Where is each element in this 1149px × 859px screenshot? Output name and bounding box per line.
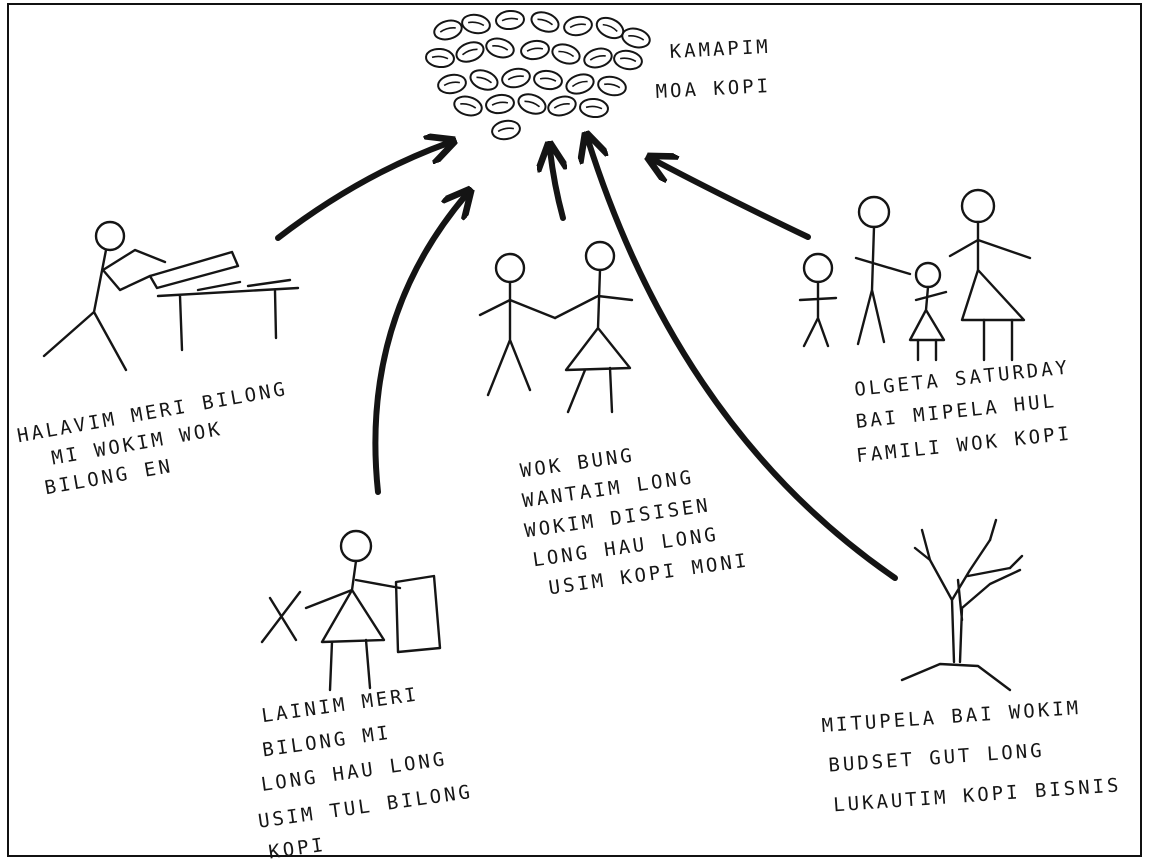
coffee-bean-icon xyxy=(495,9,525,31)
coffee-bean-icon xyxy=(530,11,560,33)
coffee-bean-icon xyxy=(621,27,651,49)
coffee-bean-crease xyxy=(526,47,544,52)
coffee-bean-crease xyxy=(602,23,618,32)
coffee-bean-icon xyxy=(565,73,595,95)
coffee-bean-crease xyxy=(439,27,456,33)
coffee-bean-crease xyxy=(476,76,493,84)
coffee-bean-crease xyxy=(553,103,570,109)
coffee-bean-icon xyxy=(551,43,581,65)
coffee-bean-icon xyxy=(533,69,563,91)
coffee-bean-icon xyxy=(597,75,627,97)
coffee-bean-icon xyxy=(437,73,467,95)
coffee-bean-crease xyxy=(619,57,637,63)
coffee-bean-crease xyxy=(589,55,606,61)
coffee-bean-crease xyxy=(524,100,541,108)
coffee-bean-icon xyxy=(563,15,593,37)
coffee-beans-pile-icon xyxy=(425,9,651,141)
note-right-bottom-line: LUKAUTIM KOPI BISNIS xyxy=(833,774,1123,816)
coffee-bean-icon xyxy=(613,49,643,71)
note-right-bottom: MITUPELA BAI WOKIM BUDSET GUT LONG LUKAU… xyxy=(821,697,1123,816)
coffee-bean-icon xyxy=(455,41,485,63)
arrow-from-woman-working xyxy=(275,143,448,241)
goal-title-line1: KAMAPIM xyxy=(669,36,771,63)
arrows xyxy=(275,140,898,581)
note-left-bottom-line: LAINIM MERI xyxy=(260,683,420,727)
coffee-bean-crease xyxy=(461,48,478,56)
coffee-bean-crease xyxy=(569,23,587,29)
family-figure-icon xyxy=(798,188,1032,362)
note-right-top: OLGETA SATURDAY BAI MIPELA HUL FAMILI WO… xyxy=(853,356,1073,467)
goal-title-line2: MOA KOPI xyxy=(655,75,772,103)
coffee-bean-crease xyxy=(501,17,519,22)
coffee-bean-icon xyxy=(425,47,455,69)
coffee-bean-icon xyxy=(469,69,499,91)
coffee-bean-crease xyxy=(467,21,485,27)
coffee-bean-crease xyxy=(491,101,509,106)
coffee-bean-crease xyxy=(571,80,588,88)
note-left-top: HALAVIM MERI BILONG MI WOKIM WOK BILONG … xyxy=(15,378,289,499)
note-left-bottom-line: KOPI xyxy=(267,834,327,859)
coffee-bean-crease xyxy=(497,127,515,133)
arrow-from-couple xyxy=(550,150,563,221)
goal-label: KAMAPIM MOA KOPI xyxy=(655,36,772,103)
note-left-bottom-line: BILONG MI xyxy=(261,722,393,762)
coffee-bean-crease xyxy=(628,35,645,41)
note-center: WOK BUNG WANTAIM LONG WOKIM DISISEN LONG… xyxy=(519,444,751,599)
woman-with-tools-figure-icon xyxy=(260,529,442,692)
arrow-from-tree xyxy=(588,140,898,581)
coffee-bean-crease xyxy=(604,83,621,89)
note-left-bottom: LAINIM MERI BILONG MI LONG HAU LONG USIM… xyxy=(257,683,475,859)
drawing-frame xyxy=(7,3,1142,857)
arrow-from-family xyxy=(654,160,811,240)
coffee-bean-crease xyxy=(585,105,603,110)
coffee-bean-icon xyxy=(517,93,547,115)
coffee-bean-crease xyxy=(460,103,477,109)
couple-holding-hands-figure-icon xyxy=(478,240,634,414)
arrow-from-woman-tools xyxy=(372,195,466,495)
coffee-bean-icon xyxy=(501,67,531,89)
coffee-bean-icon xyxy=(491,119,521,141)
coffee-bean-icon xyxy=(485,93,515,115)
coffee-bean-crease xyxy=(539,77,557,82)
coffee-bean-icon xyxy=(461,13,491,35)
coffee-bean-crease xyxy=(537,18,554,26)
coffee-bean-icon xyxy=(453,95,483,117)
coffee-bean-crease xyxy=(507,75,524,81)
coffee-bean-icon xyxy=(583,47,613,69)
tree-icon xyxy=(900,518,1024,692)
coffee-bean-crease xyxy=(558,50,575,58)
coffee-bean-crease xyxy=(443,81,461,87)
coffee-bean-icon xyxy=(547,95,577,117)
note-right-bottom-line: BUDSET GUT LONG xyxy=(828,740,1046,777)
coffee-bean-crease xyxy=(431,55,449,60)
coffee-bean-crease xyxy=(492,45,509,51)
coffee-bean-icon xyxy=(579,97,609,119)
coffee-bean-icon xyxy=(520,39,550,61)
woman-working-figure-icon xyxy=(42,220,300,372)
coffee-bean-icon xyxy=(485,37,515,59)
coffee-bean-icon xyxy=(433,19,463,41)
note-right-bottom-line: MITUPELA BAI WOKIM xyxy=(821,697,1082,737)
